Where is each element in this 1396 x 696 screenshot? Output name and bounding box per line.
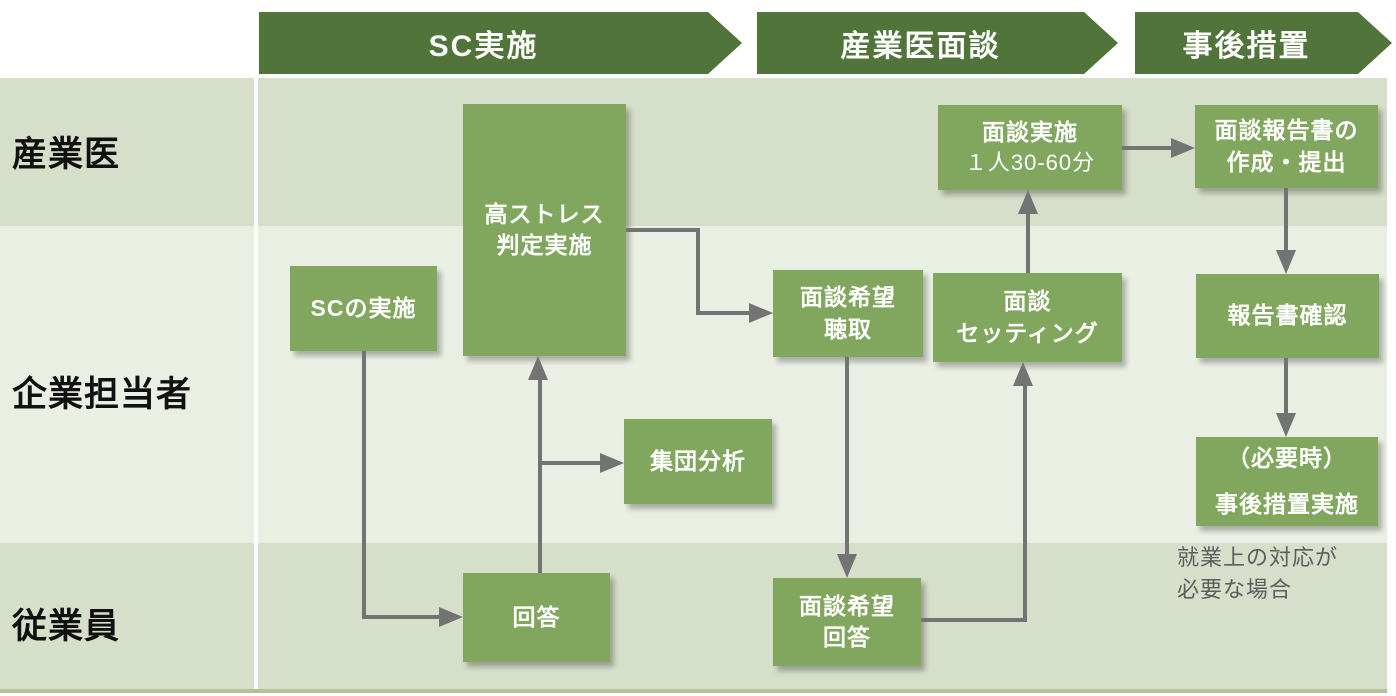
lane-occupational-physician	[0, 78, 1387, 226]
phase-banner-label: SC実施	[428, 30, 539, 63]
diagram-bottom-line	[0, 689, 1387, 693]
arrow-request-answer-to-setting-vertical	[1023, 384, 1027, 622]
box-label-line: 面談報告書の	[1214, 117, 1359, 144]
arrowhead-up-icon	[528, 356, 548, 380]
box-sc-implementation: SCの実施	[290, 266, 437, 351]
annotation-work-response-note: 就業上の対応が 必要な場合	[1177, 542, 1338, 606]
box-label-line: 聴取	[824, 315, 872, 342]
arrowhead-up-icon	[1018, 190, 1038, 214]
annotation-line: 就業上の対応が	[1177, 545, 1339, 570]
box-label-line: 高ストレス	[484, 200, 605, 227]
box-report-creation-submission: 面談報告書の 作成・提出	[1195, 105, 1378, 188]
phase-banner-physician-interview: 産業医面談	[757, 12, 1118, 74]
phase-banner-label: 事後措置	[1182, 30, 1311, 63]
lane-employee	[0, 543, 1387, 690]
arrow-answer-to-judgment-vertical	[538, 378, 542, 573]
box-label-line: （必要時）	[1227, 445, 1347, 472]
box-label-line: 事後措置実施	[1215, 490, 1359, 517]
box-group-analysis: 集団分析	[624, 419, 772, 504]
arrowhead-right-icon	[749, 303, 773, 323]
box-label-line: セッティング	[956, 319, 1099, 346]
box-label-line: 面談希望	[799, 592, 895, 619]
box-report-confirmation: 報告書確認	[1196, 274, 1379, 358]
box-interview-request-answer: 面談希望 回答	[773, 578, 921, 666]
arrow-judgment-to-hearing-vertical	[696, 228, 700, 315]
box-label: SCの実施	[310, 294, 417, 321]
box-label: 集団分析	[650, 447, 746, 474]
box-label-line: 面談希望	[800, 284, 896, 311]
arrow-interview-to-report	[1122, 146, 1173, 150]
arrow-report-to-confirmation	[1284, 188, 1288, 252]
lane-label-company-representative: 企業担当者	[12, 375, 193, 414]
arrowhead-right-icon	[1171, 138, 1195, 158]
annotation-line: 必要な場合	[1177, 576, 1293, 602]
box-high-stress-judgment: 高ストレス 判定実施	[463, 104, 626, 356]
box-label-line: 回答	[823, 624, 871, 650]
box-answer: 回答	[463, 573, 610, 662]
arrowhead-up-icon	[1013, 362, 1033, 386]
box-label: 報告書確認	[1227, 302, 1348, 329]
arrow-confirmation-to-post-measures	[1284, 358, 1288, 415]
box-label-subline: １人30-60分	[964, 150, 1096, 176]
box-interview-execution: 面談実施 １人30-60分	[938, 105, 1122, 190]
box-interview-setting: 面談 セッティング	[933, 273, 1122, 362]
box-interview-request-hearing: 面談希望 聴取	[773, 270, 923, 357]
arrowhead-down-icon	[837, 554, 857, 578]
arrowhead-right-icon	[439, 607, 463, 627]
phase-banner-sc-implementation: SC実施	[259, 12, 742, 74]
phase-banner-post-measures: 事後措置	[1135, 12, 1392, 74]
box-label-line: 作成・提出	[1226, 148, 1347, 175]
arrow-judgment-to-hearing-h2	[696, 311, 751, 315]
arrow-setting-to-interview	[1026, 212, 1030, 273]
arrow-sc-to-answer-horizontal	[362, 615, 441, 619]
arrowhead-down-icon	[1276, 250, 1296, 274]
arrowhead-right-icon	[600, 453, 624, 473]
box-post-measures-execution: （必要時） 事後措置実施	[1196, 437, 1378, 526]
box-label-line: 面談実施	[982, 119, 1078, 146]
arrow-judgment-to-hearing-h1	[626, 228, 698, 232]
lane-label-divider	[254, 78, 258, 690]
phase-banner-label: 産業医面談	[840, 30, 1001, 63]
arrow-request-answer-to-setting-horizontal	[921, 618, 1027, 622]
box-label-line: 面談	[1003, 288, 1052, 315]
box-label-line: 判定実施	[496, 232, 593, 258]
arrow-branch-to-group-analysis	[538, 461, 602, 465]
lane-label-employee: 従業員	[12, 607, 121, 646]
box-label: 回答	[512, 603, 561, 630]
arrow-sc-to-answer-vertical	[362, 351, 366, 617]
arrowhead-down-icon	[1276, 413, 1296, 437]
lane-label-occupational-physician: 産業医	[12, 135, 121, 174]
arrow-hearing-to-request-answer	[845, 357, 849, 556]
